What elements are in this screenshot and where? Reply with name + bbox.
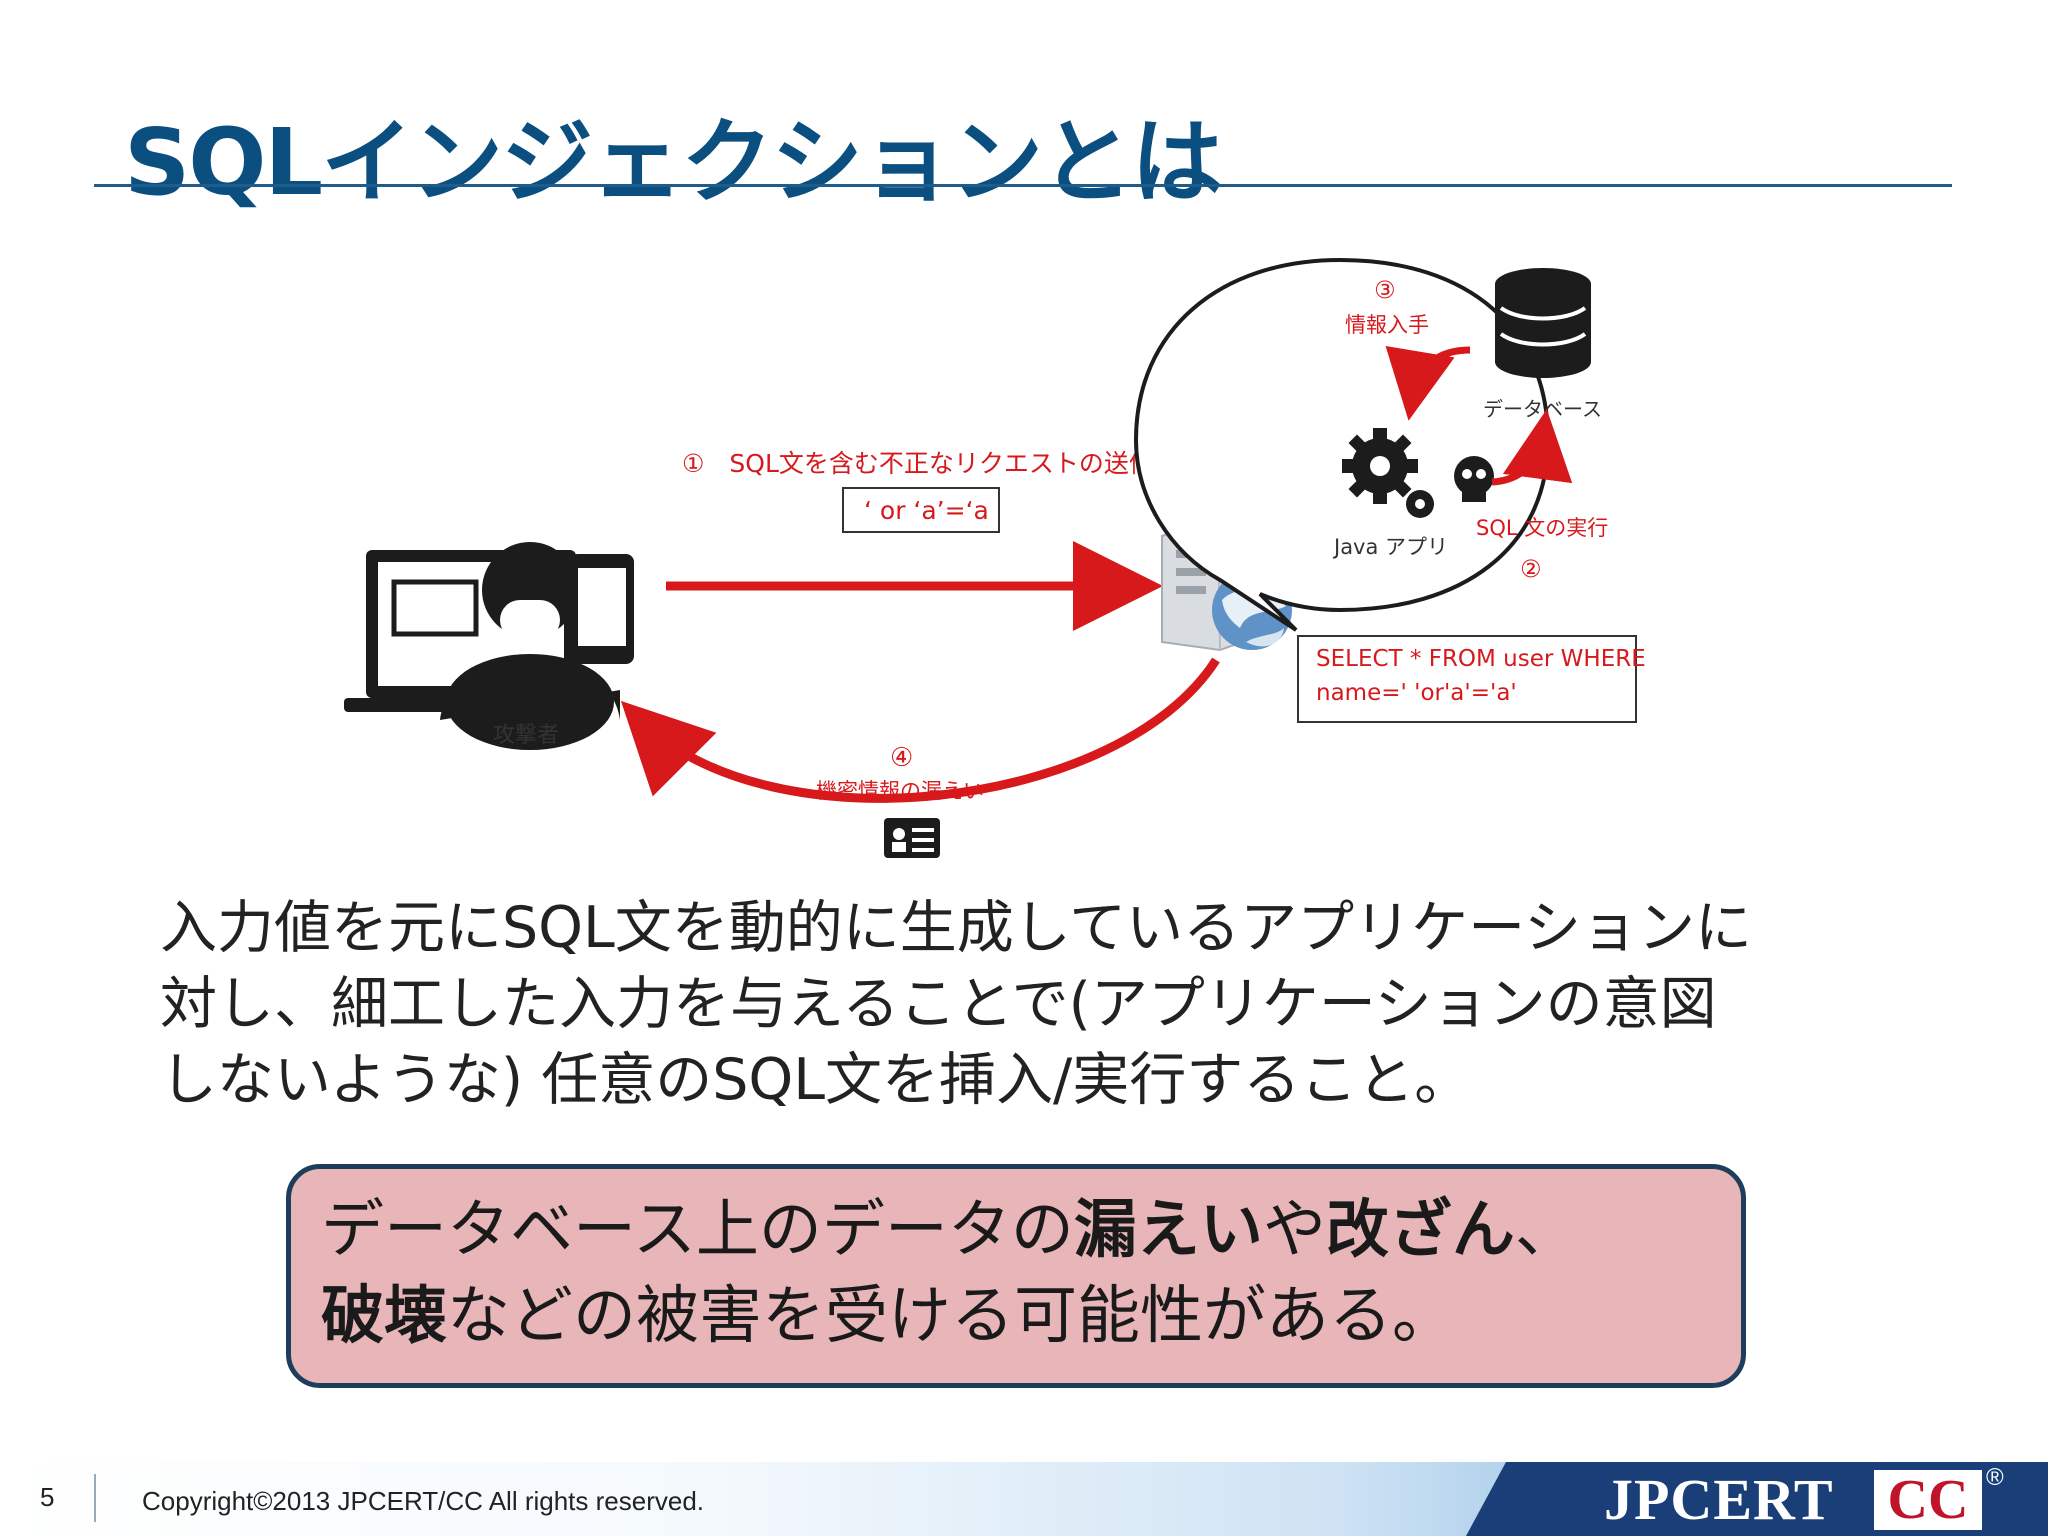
step1-label: ① SQL文を含む不正なリクエストの送信: [682, 449, 1154, 478]
callout-text-span: 、: [1514, 1193, 1578, 1266]
sql-line-1: SELECT * FROM user WHERE: [1316, 646, 1646, 672]
sql-line-2: name=' 'or'a'='a': [1316, 680, 1517, 706]
copyright-text: Copyright©2013 JPCERT/CC All rights rese…: [142, 1486, 705, 1516]
step4-number: ④: [890, 743, 913, 773]
java-app-label: Java アプリ: [1332, 535, 1448, 559]
gears-icon: [1342, 428, 1434, 518]
registered-mark: ®: [1986, 1464, 2004, 1491]
database-label: データベース: [1483, 397, 1602, 421]
logo-cc-text: CC: [1887, 1469, 1969, 1531]
description-line: 対し、細工した入力を与えることで(アプリケーションの意図: [160, 971, 1717, 1037]
step4-label: 機密情報の漏えい: [816, 779, 984, 803]
callout-text-span: データベース上のデータの: [321, 1193, 1074, 1266]
sql-exec-arrow: [1491, 409, 1573, 486]
payload-text: ‘ or ‘a’=‘a: [864, 496, 989, 525]
callout-emphasis-leak: 漏えい: [1073, 1193, 1263, 1266]
jpcert-logo: JPCERT: [1604, 1467, 1834, 1532]
description-text: 入力値を元にSQL文を動的に生成しているアプリケーションに 対し、細工した入力を…: [160, 890, 1920, 1118]
callout-text-span: や: [1262, 1193, 1326, 1266]
leak-arrow: [620, 657, 1220, 803]
callout-line-2: 破壊などの被害を受ける可能性がある。: [321, 1273, 1578, 1359]
id-card-icon: [884, 818, 940, 858]
attacker-label: 攻撃者: [493, 723, 559, 748]
footer-divider: [94, 1474, 96, 1522]
description-line: 入力値を元にSQL文を動的に生成しているアプリケーションに: [160, 895, 1752, 961]
step3-number: ③: [1374, 276, 1396, 304]
impact-callout: データベース上のデータの漏えいや改ざん、 破壊などの被害を受ける可能性がある。: [286, 1164, 1746, 1388]
step3-label: 情報入手: [1345, 313, 1429, 337]
title-underline: [94, 184, 1952, 187]
database-icon: [1495, 268, 1591, 378]
footer: 5 Copyright©2013 JPCERT/CC All rights re…: [0, 1462, 2048, 1536]
info-obtain-arrow: [1385, 345, 1471, 421]
callout-line-1: データベース上のデータの漏えいや改ざん、: [321, 1187, 1578, 1273]
payload-box: [842, 487, 1000, 533]
attacker-devices-icon: [344, 542, 634, 750]
step2-number: ②: [1520, 555, 1542, 583]
step2-label: SQL 文の実行: [1476, 516, 1608, 540]
page-number: 5: [40, 1482, 55, 1512]
sql-query-box: [1297, 635, 1637, 723]
sql-injection-diagram: 攻撃者 ① SQL文を含む不正なリクエストの送信 ‘ or ‘a’=‘a: [340, 250, 1710, 870]
description-line: しないような) 任意のSQL文を挿入/実行すること。: [160, 1047, 1472, 1113]
slide-title: SQLインジェクションとは: [124, 109, 1223, 216]
callout-text: データベース上のデータの漏えいや改ざん、 破壊などの被害を受ける可能性がある。: [321, 1187, 1578, 1359]
skull-icon: [1454, 456, 1494, 502]
callout-emphasis-tamper: 改ざん: [1325, 1193, 1515, 1266]
callout-emphasis-destroy: 破壊: [321, 1279, 447, 1352]
jpcert-logo-cc: CC: [1874, 1470, 1982, 1530]
callout-text-span: などの被害を受ける可能性がある。: [447, 1279, 1455, 1352]
